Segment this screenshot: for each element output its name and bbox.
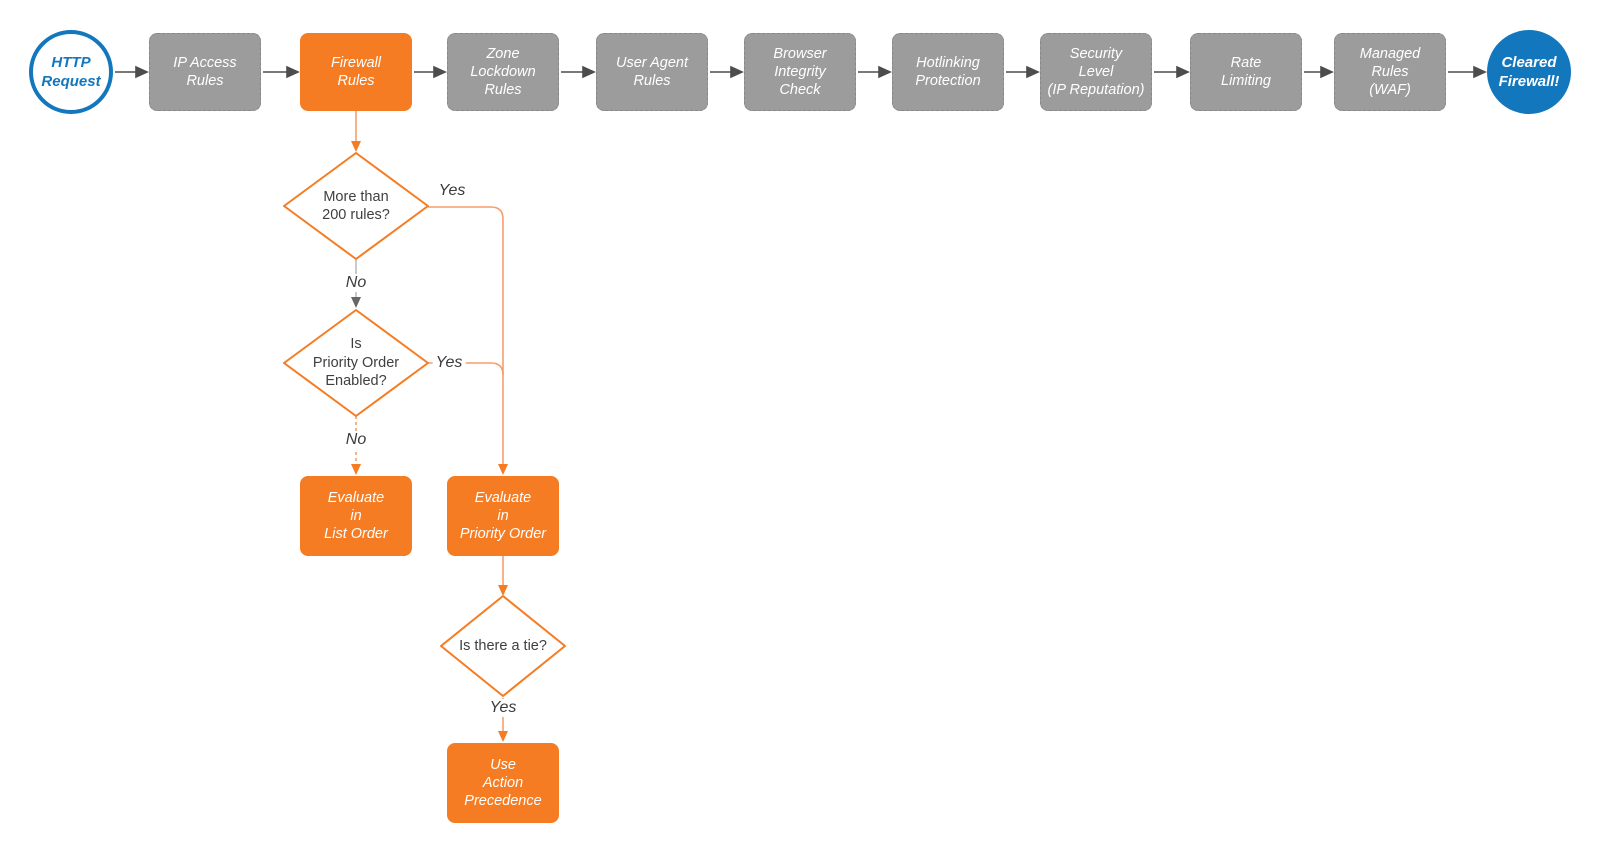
node-http-request: HTTP Request (29, 30, 113, 114)
node-firewall-rules: Firewall Rules (300, 33, 412, 111)
node-http-request-label: HTTP Request (41, 54, 101, 90)
node-managed-rules-waf-label: Managed Rules (WAF) (1359, 46, 1421, 98)
node-evaluate-priority-order-label: Evaluate in Priority Order (459, 490, 547, 542)
node-zone-lockdown-rules: Zone Lockdown Rules (447, 33, 559, 111)
node-use-action-precedence: Use Action Precedence (447, 743, 559, 823)
arrow-zone-lockdown-to-user-agent (561, 65, 596, 79)
decision-more-than-200-rules-shape (283, 152, 429, 260)
node-zone-lockdown-rules-label: Zone Lockdown Rules (470, 46, 536, 98)
arrow-firewall-to-zone-lockdown (414, 65, 447, 79)
node-firewall-rules-label: Firewall Rules (331, 55, 381, 89)
node-evaluate-list-order-label: Evaluate in List Order (324, 490, 388, 542)
edge-label-decision2-no: No (342, 431, 370, 449)
node-security-level: Security Level (IP Reputation) (1040, 33, 1152, 111)
decision-priority-order-enabled-shape (283, 309, 429, 417)
node-managed-rules-waf: Managed Rules (WAF) (1334, 33, 1446, 111)
edge-label-decision1-no: No (342, 274, 370, 292)
edge-label-decision2-yes: Yes (432, 354, 466, 372)
arrow-security-level-to-rate-limiting (1154, 65, 1190, 79)
arrow-user-agent-to-browser-integrity (710, 65, 744, 79)
edge-priority-order-to-decision3 (498, 556, 508, 596)
node-evaluate-list-order: Evaluate in List Order (300, 476, 412, 556)
node-user-agent-rules-label: User Agent Rules (616, 55, 688, 89)
node-browser-integrity-check-label: Browser Integrity Check (773, 46, 827, 98)
arrow-managed-rules-to-cleared (1448, 65, 1487, 79)
node-ip-access-rules-label: IP Access Rules (173, 55, 237, 89)
node-ip-access-rules: IP Access Rules (149, 33, 261, 111)
arrow-hotlinking-to-security-level (1006, 65, 1040, 79)
pipeline-arrows (115, 65, 1487, 79)
node-security-level-label: Security Level (IP Reputation) (1047, 46, 1145, 98)
node-hotlinking-protection-label: Hotlinking Protection (915, 55, 981, 89)
node-cleared-firewall: Cleared Firewall! (1487, 30, 1571, 114)
node-cleared-firewall-label: Cleared Firewall! (1498, 54, 1560, 90)
node-use-action-precedence-label: Use Action Precedence (464, 757, 542, 809)
arrow-rate-limiting-to-managed-rules (1304, 65, 1334, 79)
node-browser-integrity-check: Browser Integrity Check (744, 33, 856, 111)
arrow-browser-integrity-to-hotlinking (858, 65, 892, 79)
arrow-http-to-ip-access (115, 65, 149, 79)
edge-label-decision1-yes: Yes (438, 182, 466, 199)
node-rate-limiting-label: Rate Limiting (1221, 55, 1271, 89)
decision-is-there-a-tie-shape (440, 595, 566, 697)
node-evaluate-priority-order: Evaluate in Priority Order (447, 476, 559, 556)
edge-firewall-to-decision1 (351, 111, 361, 152)
node-rate-limiting: Rate Limiting (1190, 33, 1302, 111)
edge-decision1-yes (428, 206, 508, 475)
arrow-ip-access-to-firewall (263, 65, 300, 79)
edge-decision2-yes (428, 362, 504, 376)
edge-label-decision3-yes: Yes (486, 699, 520, 717)
node-hotlinking-protection: Hotlinking Protection (892, 33, 1004, 111)
decision-is-there-a-tie-label: Is there a tie? (459, 637, 547, 654)
node-user-agent-rules: User Agent Rules (596, 33, 708, 111)
decision-priority-order-enabled-label: Is Priority Order Enabled? (312, 336, 400, 390)
decision-more-than-200-rules-label: More than 200 rules? (322, 188, 390, 224)
